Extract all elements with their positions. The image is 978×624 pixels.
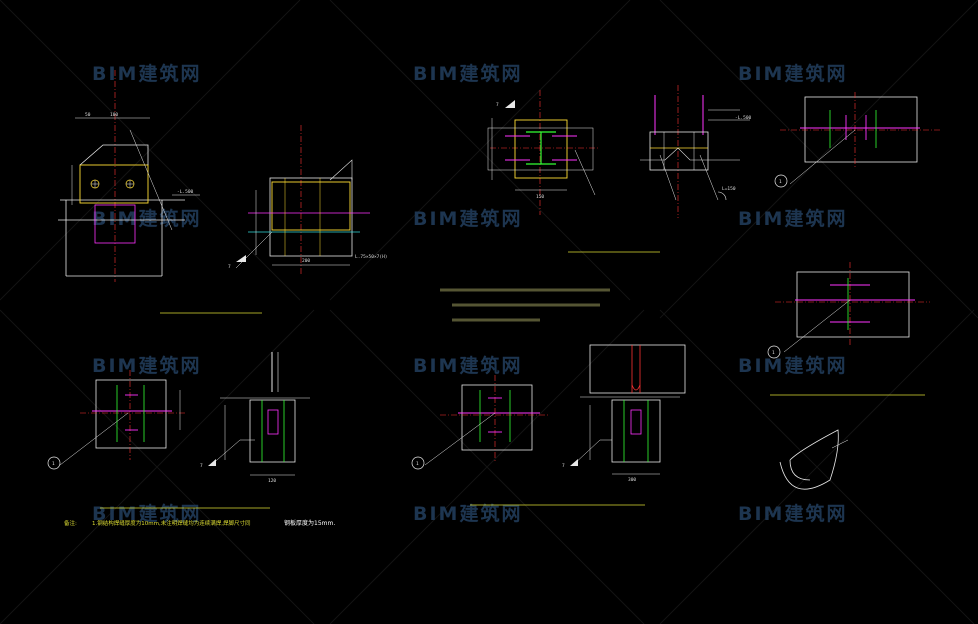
watermark: BIM建筑网 [413,354,522,377]
section-marker: 7 [496,102,499,108]
detail-curved-plate [779,429,849,490]
section-marker: 7 [200,463,203,469]
detail-connection-elevation-middle [570,344,686,475]
detail-marker-number: 1 [52,461,55,467]
detail-marker-circle [411,456,425,470]
dimension-label: 50 [85,112,91,118]
detail-marker-number: 1 [779,179,782,185]
dimension-label: 150 [536,194,544,200]
dimension-label: 100 [110,112,118,118]
elevation-label: -L.500 [177,189,194,195]
detail-connection-plan-left [59,370,185,466]
watermark: BIM建筑网 [738,502,847,525]
watermark: BIM建筑网 [413,62,522,85]
detail-column-base-side [235,125,370,275]
watermark: BIM建筑网 [92,62,201,85]
detail-connection-elevation-left [208,352,310,476]
dimension-label: 200 [302,258,310,264]
detail-beam-plan [487,90,600,215]
watermark-group: BIM建筑网 BIM建筑网 BIM建筑网 BIM建筑网 BIM建筑网 BIM建筑… [92,62,847,525]
dimension-label: 300 [628,477,636,483]
elevation-label: -L.500 [735,115,752,121]
section-marker: 7 [228,264,231,270]
watermark: BIM建筑网 [738,62,847,85]
watermark: BIM建筑网 [738,354,847,377]
note-text: 1.钢结构焊缝厚度为10mm,未注明焊缝均为连续满焊,焊脚尺寸同 [92,519,251,527]
notes-block [440,288,610,322]
watermark: BIM建筑网 [92,207,201,230]
annotation: L.75×50×7(H) [355,254,388,260]
watermark: BIM建筑网 [92,354,201,377]
detail-marker-circle [767,345,781,359]
detail-marker-number: 1 [416,461,419,467]
note-prefix: 备注: [64,519,77,527]
detail-marker-circle [47,456,61,470]
detail-brace-plan-middle [775,262,930,353]
detail-column-base-front [58,70,200,282]
section-marker: 7 [562,463,565,469]
detail-marker-number: 1 [772,350,775,356]
detail-brace-plan-top [780,92,940,185]
detail-beam-elevation [640,85,750,218]
detail-connection-plan-middle [424,375,548,466]
detail-marker-circle [774,174,788,188]
watermark: BIM建筑网 [413,207,522,230]
watermark: BIM建筑网 [413,502,522,525]
dimension-label: 120 [268,478,276,484]
annotation: L=150 [722,186,736,192]
watermark: BIM建筑网 [738,207,847,230]
note-tail: 钢板厚度为15mm. [284,519,335,527]
